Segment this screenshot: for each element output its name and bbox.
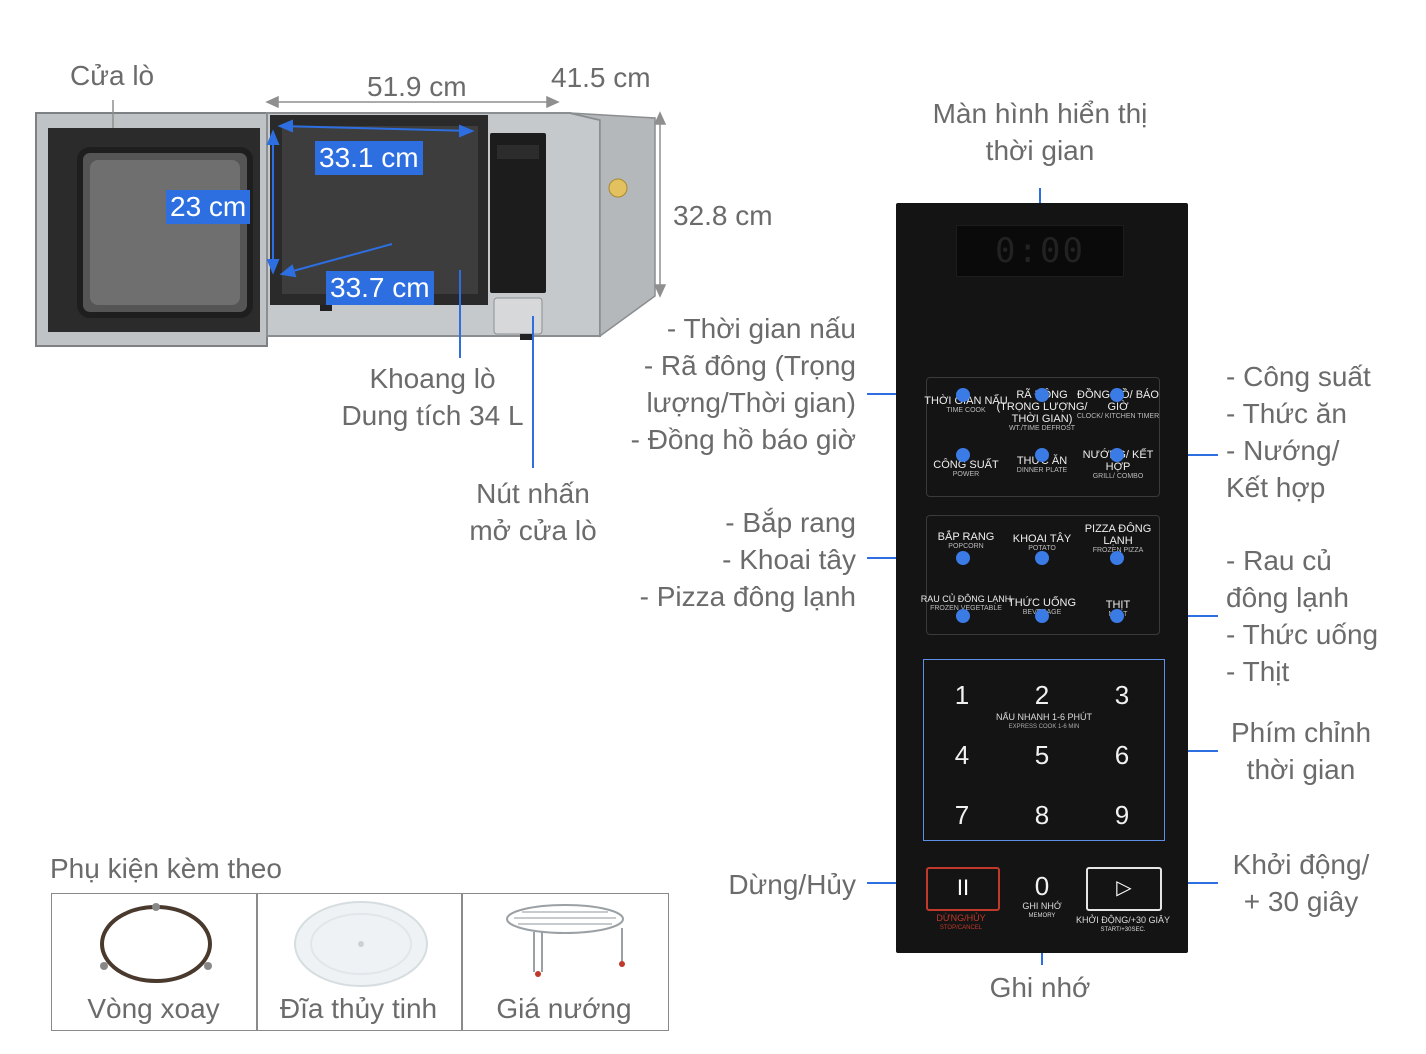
cavity-title-label: Khoang lò bbox=[369, 363, 496, 394]
accessories-title: Phụ kiện kèm theo bbox=[50, 853, 282, 884]
digit-3-key[interactable]: 3 bbox=[1114, 680, 1130, 710]
digit-5-key[interactable]: 5 bbox=[1034, 740, 1050, 770]
marker-dot bbox=[956, 448, 970, 462]
stop-cancel-button[interactable]: II bbox=[926, 867, 1000, 911]
marker-dot bbox=[956, 609, 970, 623]
stop-label: Dừng/Hủy bbox=[728, 869, 856, 900]
width-label: 51.9 cm bbox=[367, 71, 467, 102]
marker-dot bbox=[956, 551, 970, 565]
digit-0-key[interactable]: 0 bbox=[1034, 871, 1050, 901]
group4-label: - Rau củ đông lạnh - Thức uống - Thịt bbox=[1226, 545, 1379, 687]
start-button[interactable]: ▷ bbox=[1086, 867, 1162, 911]
accessory-grill-rack bbox=[461, 893, 669, 1031]
marker-dot bbox=[1035, 388, 1049, 402]
digit-8-key[interactable]: 8 bbox=[1034, 800, 1050, 830]
digit-2-key[interactable]: 2 bbox=[1034, 680, 1050, 710]
display-label: Màn hình hiển thị thời gian bbox=[932, 98, 1148, 166]
marker-dot bbox=[1035, 448, 1049, 462]
digit-9-key[interactable]: 9 bbox=[1114, 800, 1130, 830]
digit-1-key[interactable]: 1 bbox=[954, 680, 970, 710]
digit-7-key[interactable]: 7 bbox=[954, 800, 970, 830]
door-button-label: Nút nhấn mở cửa lò bbox=[469, 478, 597, 546]
marker-dot bbox=[1110, 551, 1124, 565]
marker-dot bbox=[1110, 609, 1124, 623]
key-group-2 bbox=[926, 515, 1160, 635]
digit-6-key[interactable]: 6 bbox=[1114, 740, 1130, 770]
marker-dot bbox=[1035, 551, 1049, 565]
accessory-turntable-ring bbox=[51, 893, 258, 1031]
height-label: 32.8 cm bbox=[673, 200, 773, 231]
door-label: Cửa lò bbox=[70, 60, 155, 91]
marker-dot bbox=[1110, 448, 1124, 462]
memory-label: Ghi nhớ bbox=[989, 972, 1091, 1003]
accessory-glass-plate bbox=[256, 893, 463, 1031]
start-label: Khởi động/ + 30 giây bbox=[1232, 849, 1370, 917]
turntable-ring-icon bbox=[100, 903, 212, 983]
marker-dot bbox=[1035, 609, 1049, 623]
marker-dot bbox=[956, 388, 970, 402]
cavity-depth-label: 33.7 cm bbox=[326, 271, 434, 305]
numpad-label: Phím chỉnh thời gian bbox=[1230, 717, 1372, 785]
marker-dot bbox=[1110, 388, 1124, 402]
accessory-label-rack: Giá nướng bbox=[496, 993, 632, 1024]
accessory-label-ring: Vòng xoay bbox=[87, 993, 220, 1024]
depth-label: 41.5 cm bbox=[551, 62, 651, 93]
group2-label: - Công suất - Thức ăn - Nướng/ Kết hợp bbox=[1226, 361, 1371, 503]
digit-4-key[interactable]: 4 bbox=[954, 740, 970, 770]
cavity-height-label: 23 cm bbox=[166, 190, 251, 224]
key-group-1 bbox=[926, 377, 1160, 497]
capacity-label: Dung tích 34 L bbox=[341, 400, 524, 431]
group1-label: - Thời gian nấu - Rã đông (Trọng lượng/T… bbox=[630, 313, 856, 455]
group3-label: - Bắp rang - Khoai tây - Pizza đông lạnh bbox=[639, 507, 856, 612]
glass-plate-icon bbox=[294, 901, 428, 987]
time-display: 0:00 bbox=[956, 225, 1124, 277]
accessory-label-plate: Đĩa thủy tinh bbox=[279, 993, 438, 1024]
cavity-width-label: 33.1 cm bbox=[315, 141, 423, 175]
grill-rack-icon bbox=[506, 904, 625, 977]
